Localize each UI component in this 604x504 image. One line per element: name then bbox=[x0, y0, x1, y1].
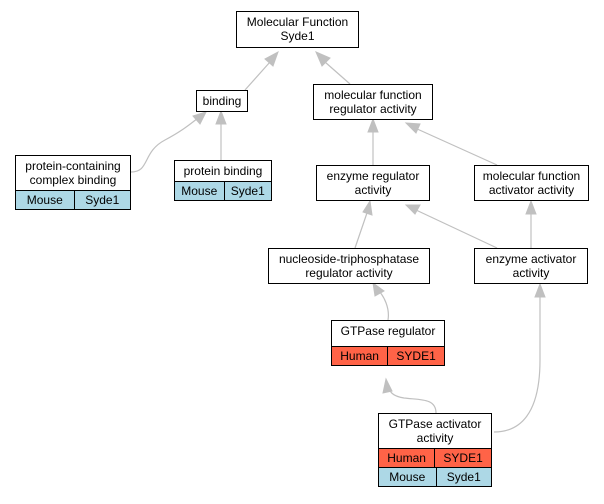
node-molecular-function-regulator-activity[interactable]: molecular function regulator activity bbox=[313, 84, 433, 120]
arrowhead-enzreg-right bbox=[404, 204, 421, 215]
species-row-mouse: Mouse Syde1 bbox=[16, 190, 130, 209]
arrowhead-binding-bottom bbox=[215, 109, 227, 125]
node-title-line: activity bbox=[354, 183, 392, 197]
node-molecular-function-activator-activity[interactable]: molecular function activator activity bbox=[474, 165, 589, 201]
node-title-line: activator activity bbox=[488, 183, 575, 197]
arrowhead-binding-left bbox=[192, 111, 207, 125]
species-row-mouse: Mouse Syde1 bbox=[379, 467, 491, 486]
node-title-line: activity bbox=[416, 431, 454, 445]
arrowhead-mfreg-bottom bbox=[367, 117, 379, 133]
edge-mfact-to-mfreg bbox=[414, 127, 498, 166]
node-binding[interactable]: binding bbox=[196, 90, 248, 112]
arrowhead-ntpreg-bottom bbox=[372, 281, 385, 297]
node-title-line: Syde1 bbox=[280, 29, 315, 43]
node-gtpase-activator-activity[interactable]: GTPase activator activity Human SYDE1 Mo… bbox=[378, 413, 492, 487]
species-label: Mouse bbox=[389, 470, 426, 484]
species-row-mouse: Mouse Syde1 bbox=[175, 181, 271, 200]
node-gtpase-regulator[interactable]: GTPase regulator Human SYDE1 bbox=[331, 320, 445, 366]
arrowhead-root-right bbox=[315, 51, 331, 67]
node-title-line: Molecular Function bbox=[246, 15, 349, 29]
arrowhead-enzact-bottom bbox=[534, 282, 546, 298]
node-title-line: binding bbox=[202, 94, 242, 108]
node-title-line: molecular function bbox=[482, 169, 581, 183]
species-row-human: Human SYDE1 bbox=[379, 448, 491, 467]
edge-enzact-to-enzreg bbox=[415, 209, 498, 249]
node-title-line: regulator activity bbox=[305, 266, 393, 280]
node-title-line: regulator activity bbox=[329, 102, 417, 116]
edge-gtpact-to-gtpreg bbox=[387, 385, 437, 414]
node-title-line: complex binding bbox=[29, 173, 117, 187]
node-title-line: activity bbox=[512, 266, 550, 280]
edge-gtpact-to-enzact bbox=[493, 292, 541, 433]
node-nucleoside-triphosphatase-regulator-activity[interactable]: nucleoside-triphosphatase regulator acti… bbox=[268, 248, 430, 284]
species-label: Mouse bbox=[181, 184, 218, 198]
gene-label: SYDE1 bbox=[434, 449, 491, 467]
gene-label: SYDE1 bbox=[387, 347, 444, 365]
species-label: Human bbox=[387, 451, 426, 465]
arrowhead-root-left bbox=[264, 50, 279, 67]
node-title-line: GTPase activator bbox=[388, 417, 482, 431]
node-title-line: molecular function bbox=[324, 88, 422, 102]
gene-label: Syde1 bbox=[73, 191, 131, 209]
node-title-line: protein binding bbox=[183, 164, 263, 178]
node-protein-containing-complex-binding[interactable]: protein-containing complex binding Mouse… bbox=[15, 155, 131, 210]
node-enzyme-activator-activity[interactable]: enzyme activator activity bbox=[474, 248, 588, 284]
arrowhead-gtpreg-bottom bbox=[382, 377, 393, 394]
edge-mfreg-to-root bbox=[324, 61, 351, 85]
node-title-line: nucleoside-triphosphatase bbox=[278, 252, 420, 266]
node-title-line: enzyme activator bbox=[485, 252, 577, 266]
gene-label: Syde1 bbox=[435, 468, 492, 486]
edge-gtpreg-to-ntpreg bbox=[377, 289, 389, 321]
species-label: Human bbox=[340, 349, 379, 363]
node-title-line: protein-containing bbox=[25, 159, 121, 173]
edge-binding-to-root bbox=[244, 61, 271, 91]
node-title-line: enzyme regulator bbox=[326, 169, 420, 183]
edge-pcb-to-binding bbox=[130, 117, 199, 173]
arrowhead-mfact-bottom bbox=[525, 199, 537, 215]
species-row-human: Human SYDE1 bbox=[332, 346, 444, 365]
arrowhead-mfreg-right bbox=[404, 122, 421, 134]
arrowhead-enzreg-left bbox=[362, 199, 373, 216]
node-protein-binding[interactable]: protein binding Mouse Syde1 bbox=[174, 160, 272, 201]
edge-ntpreg-to-enzreg bbox=[354, 209, 369, 249]
node-molecular-function-root[interactable]: Molecular Function Syde1 bbox=[236, 11, 359, 48]
gene-label: Syde1 bbox=[223, 182, 272, 200]
species-label: Mouse bbox=[26, 193, 63, 207]
node-enzyme-regulator-activity[interactable]: enzyme regulator activity bbox=[316, 165, 430, 201]
node-title-line: GTPase regulator bbox=[340, 324, 436, 338]
